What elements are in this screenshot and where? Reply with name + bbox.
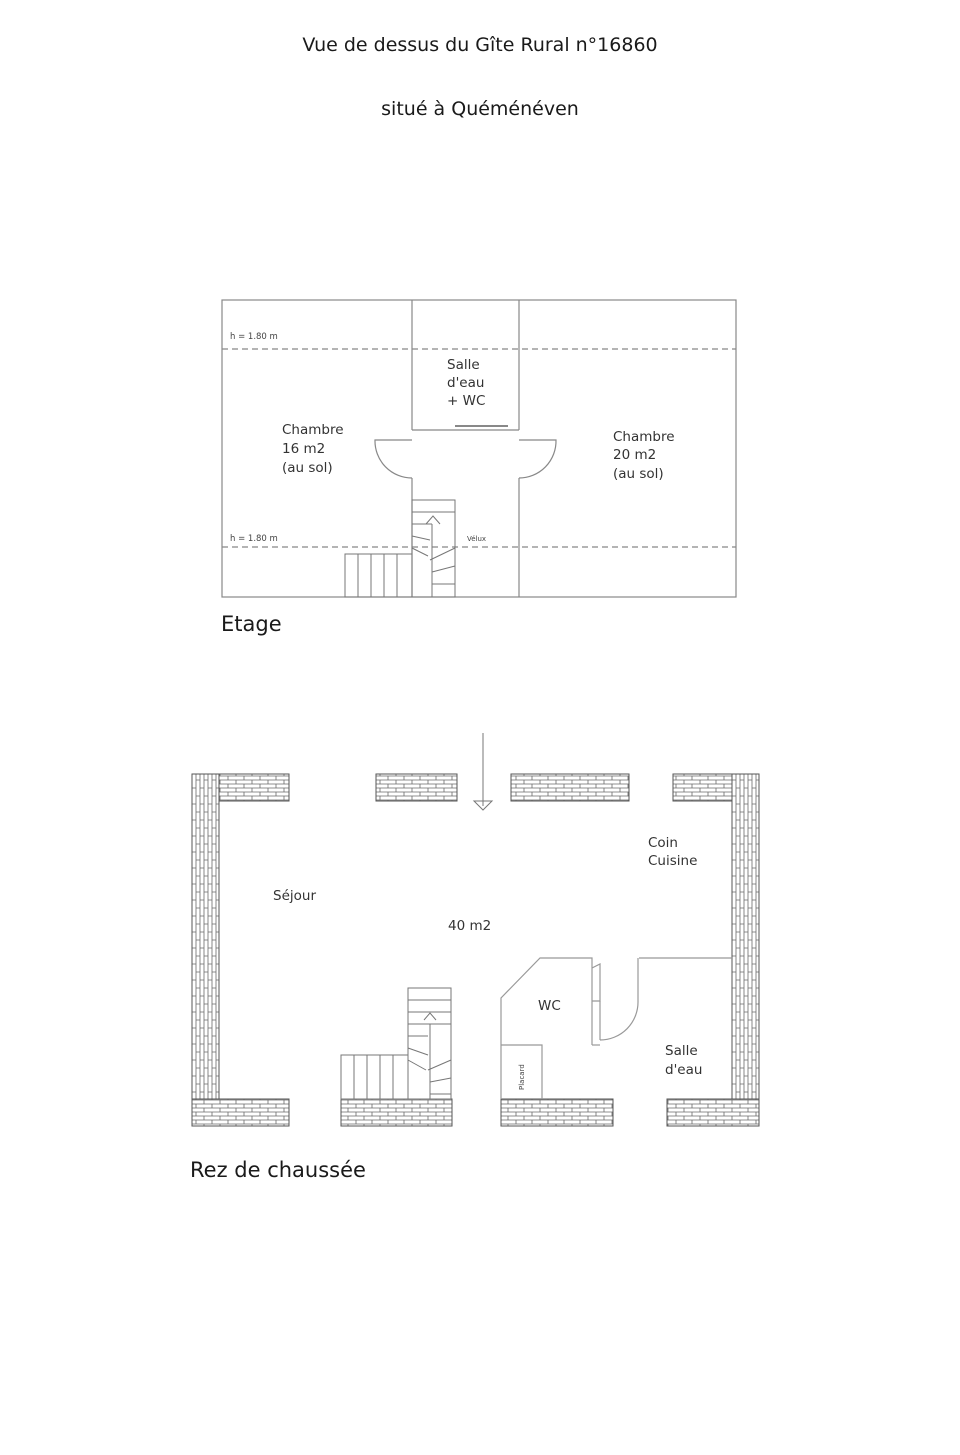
chambre-right-note: (au sol) bbox=[613, 466, 664, 482]
salle-eau-etage-line1: Salle bbox=[447, 357, 480, 373]
rdc-staircase bbox=[340, 987, 452, 1100]
chambre-left-area: 16 m2 bbox=[282, 441, 325, 457]
etage-labels: h = 1.80 m h = 1.80 m Vélux Chambre 16 m… bbox=[230, 332, 675, 544]
entry-arrow-icon bbox=[472, 733, 494, 811]
height-label-top: h = 1.80 m bbox=[230, 332, 278, 342]
page-subtitle: situé à Quéménéven bbox=[381, 98, 579, 120]
door-swing-left bbox=[374, 439, 413, 479]
rdc-area-label: 40 m2 bbox=[448, 918, 491, 934]
etage-floor-label: Etage bbox=[221, 612, 282, 636]
chambre-left-name: Chambre bbox=[282, 422, 344, 438]
page-title: Vue de dessus du Gîte Rural n°16860 bbox=[302, 34, 658, 56]
rdc-labels: Séjour 40 m2 Coin Cuisine WC Placard Sal… bbox=[273, 835, 702, 1090]
coin-cuisine-line2: Cuisine bbox=[648, 853, 697, 869]
chambre-left-note: (au sol) bbox=[282, 460, 333, 476]
rdc-plan bbox=[191, 733, 760, 1127]
velux-label: Vélux bbox=[467, 535, 486, 543]
sejour-label: Séjour bbox=[273, 888, 316, 904]
etage-staircase bbox=[344, 499, 456, 598]
etage-outer-wall bbox=[221, 299, 737, 598]
rdc-floor-label: Rez de chaussée bbox=[190, 1158, 366, 1182]
brick-walls bbox=[191, 773, 760, 1127]
chambre-right-area: 20 m2 bbox=[613, 447, 656, 463]
salle-eau-rdc-line1: Salle bbox=[665, 1043, 698, 1059]
door-swing-right bbox=[518, 439, 557, 479]
salle-eau-etage-line3: + WC bbox=[447, 393, 485, 409]
interior-walls bbox=[500, 957, 732, 1099]
placard-label: Placard bbox=[518, 1064, 526, 1090]
chambre-right-name: Chambre bbox=[613, 429, 675, 445]
etage-plan bbox=[221, 299, 737, 598]
coin-cuisine-line1: Coin bbox=[648, 835, 678, 851]
salle-eau-etage-line2: d'eau bbox=[447, 375, 484, 391]
salle-eau-rdc-line2: d'eau bbox=[665, 1062, 702, 1078]
wc-label: WC bbox=[538, 998, 561, 1014]
height-label-bottom: h = 1.80 m bbox=[230, 534, 278, 544]
